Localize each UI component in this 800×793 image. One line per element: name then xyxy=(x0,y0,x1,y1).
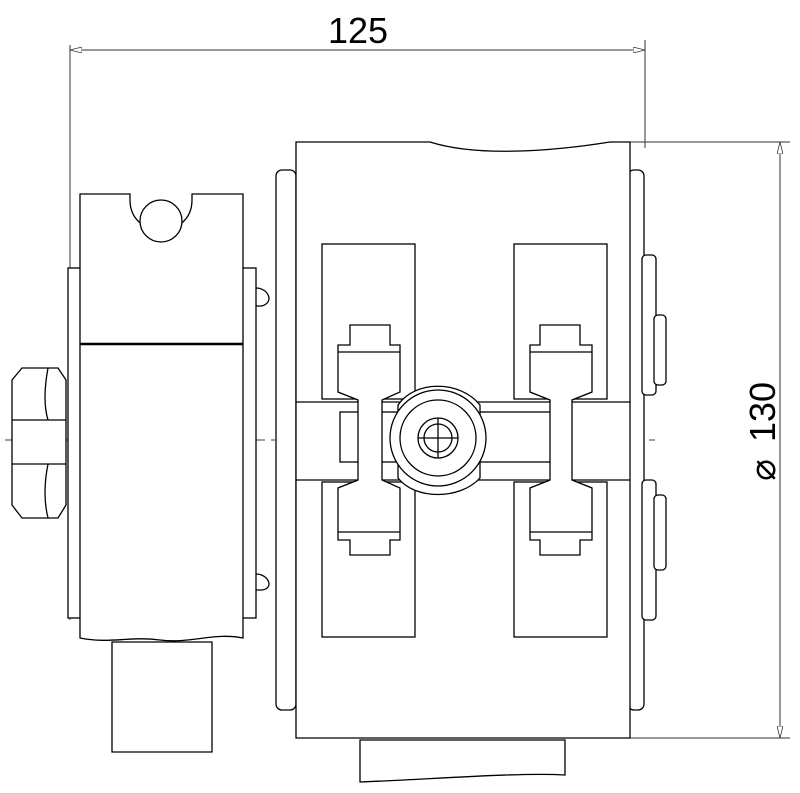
left-clamp-housing xyxy=(67,193,270,753)
central-hub xyxy=(389,385,487,496)
hex-nut xyxy=(11,367,67,519)
jaw-pin-right xyxy=(529,324,593,556)
clamp-pin xyxy=(139,199,183,243)
diameter-symbol: ⌀ xyxy=(742,459,783,481)
jaw-pin-left xyxy=(337,324,401,556)
width-dimension-label: 125 xyxy=(328,10,388,51)
diameter-dimension xyxy=(630,141,790,739)
diameter-value: 130 xyxy=(742,382,783,442)
diameter-dimension-label: ⌀ 130 xyxy=(742,382,783,481)
